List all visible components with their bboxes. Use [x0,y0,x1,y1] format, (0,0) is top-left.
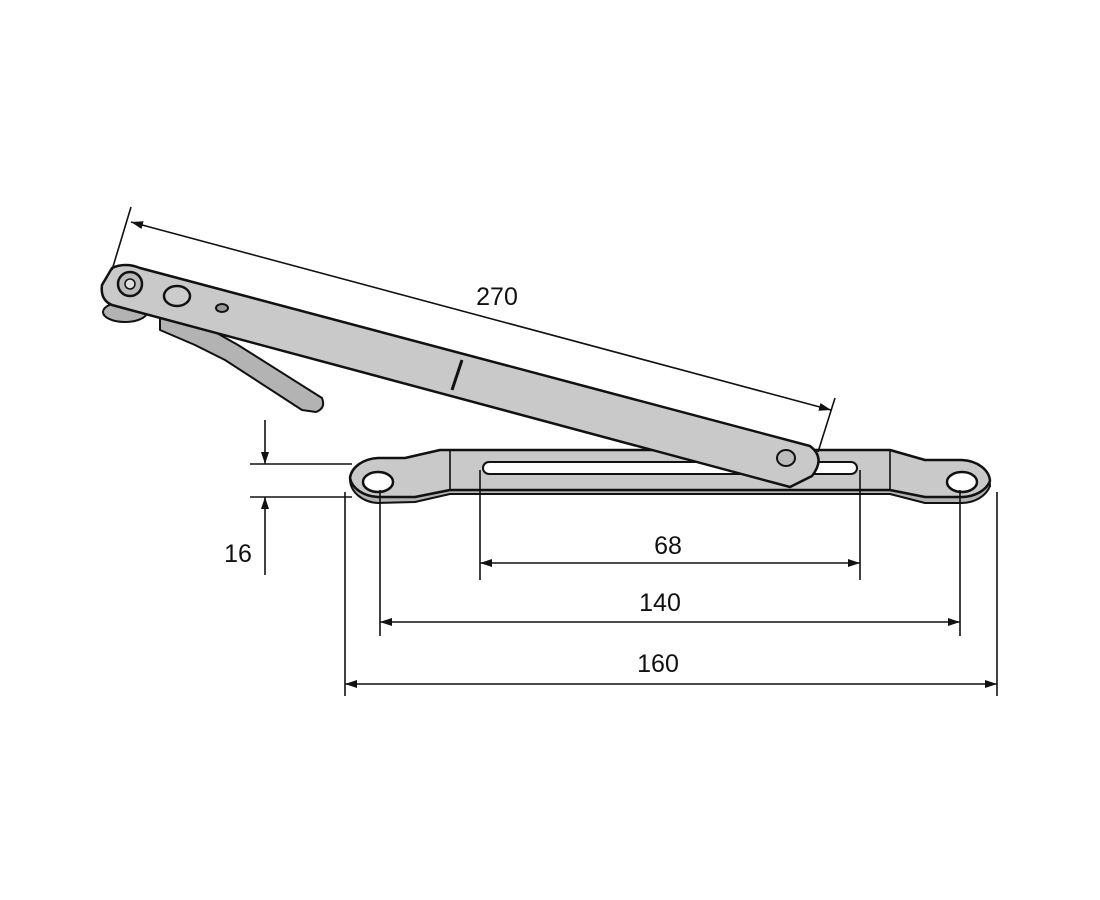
dimension-16: 16 [224,420,352,575]
dimension-label: 140 [639,589,681,617]
dimension-68: 68 [479,470,861,580]
dimension-label: 68 [654,532,682,560]
mounting-hole-right [945,470,979,494]
slide-pin [776,449,796,467]
dimension-label: 160 [637,650,679,678]
mounting-hole-left [361,470,395,494]
dimension-label: 270 [476,283,518,311]
base-plate [348,448,992,504]
dimension-label: 16 [224,540,252,568]
dimension-140: 140 [379,490,961,636]
dimension-160: 160 [344,492,998,696]
pivot [162,284,192,308]
dimension-270: 270 [111,206,836,453]
